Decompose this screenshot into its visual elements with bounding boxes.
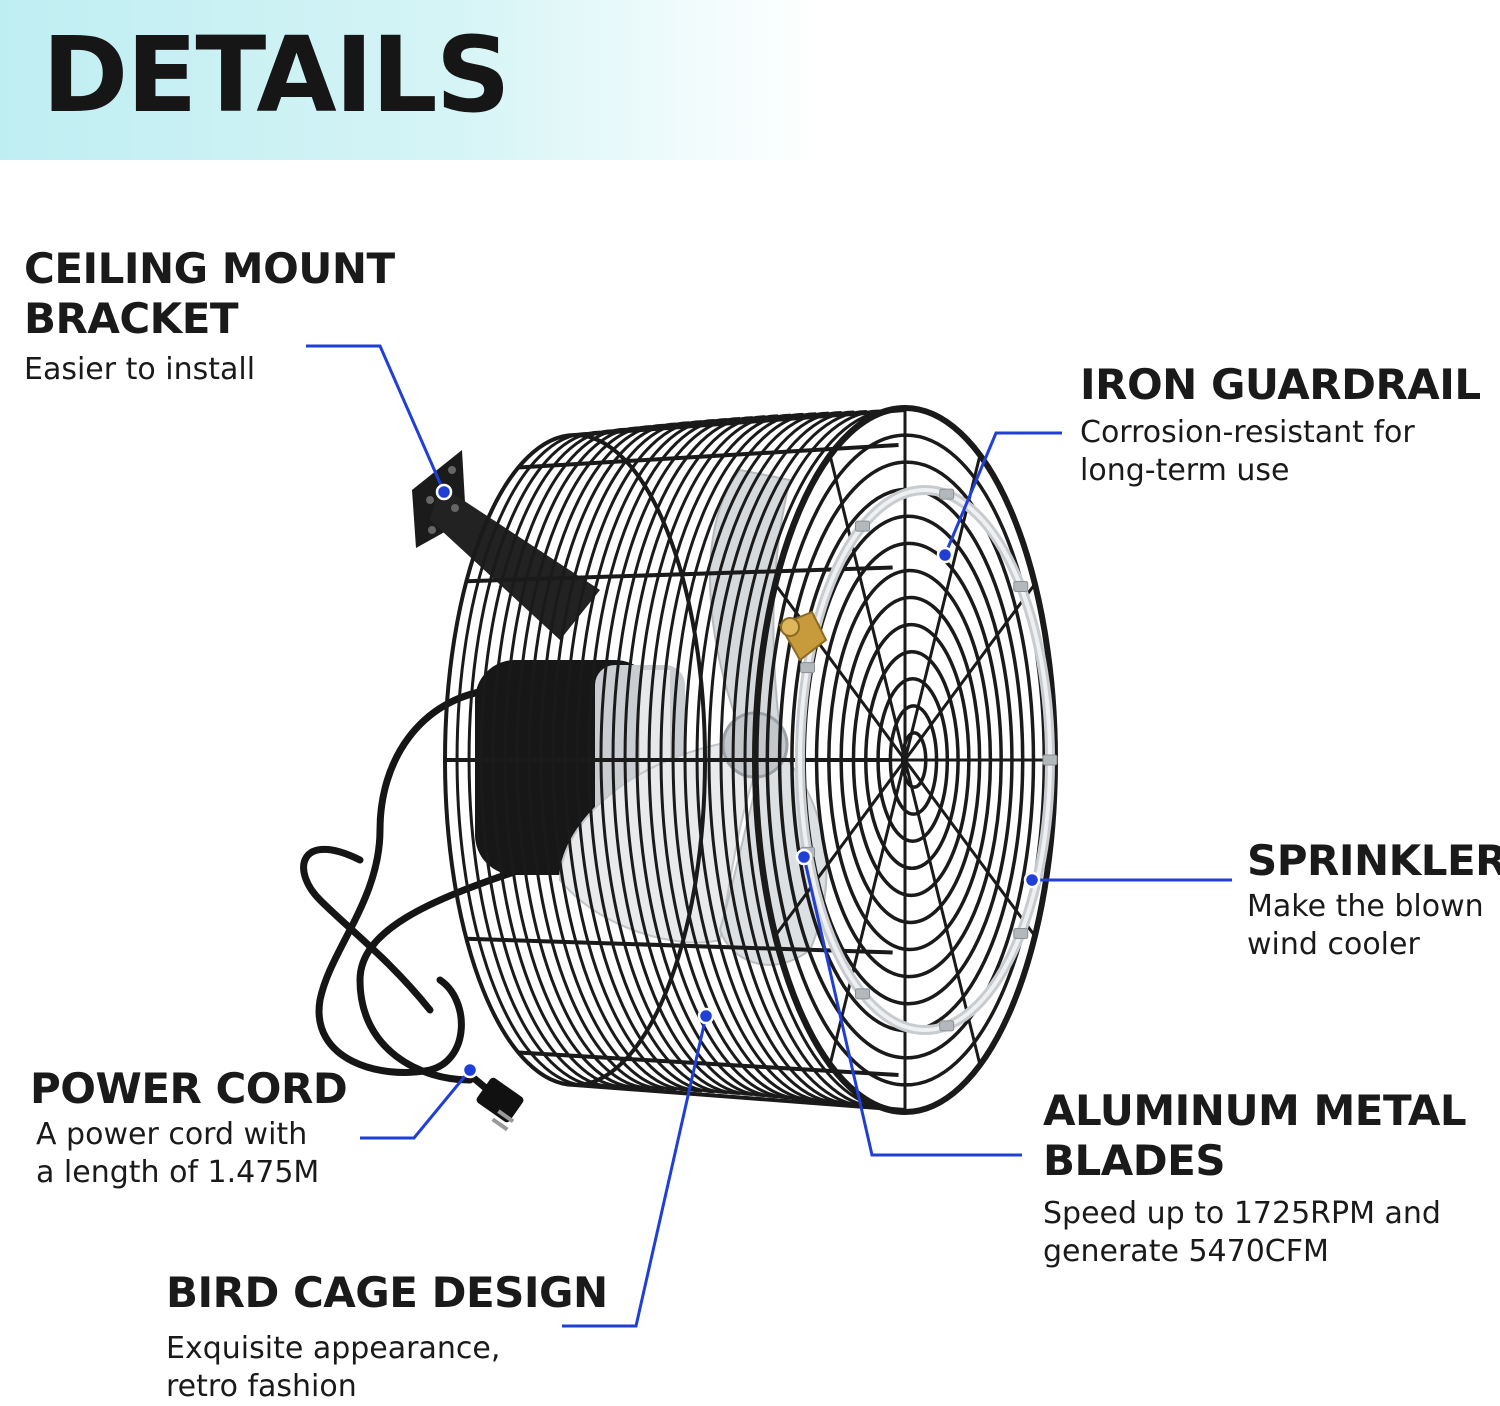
callout-title: CEILING MOUNT BRACKET — [24, 244, 395, 344]
leader-line-aluminum-blades — [802, 856, 1022, 1157]
callout-desc: A power cord with a length of 1.475M — [36, 1117, 320, 1191]
leader-dot-ceiling-mount — [435, 483, 453, 501]
callout-desc: Corrosion-resistant for long-term use — [1080, 415, 1415, 489]
callout-title: ALUMINUM METAL BLADES — [1043, 1086, 1467, 1186]
callout-sprinkler: SPRINKLER Make the blown wind cooler — [1247, 836, 1500, 964]
callout-title: IRON GUARDRAIL — [1080, 360, 1481, 409]
brass-fitting-icon — [778, 610, 828, 662]
callout-desc: Speed up to 1725RPM and generate 5470CFM — [1043, 1195, 1441, 1269]
callout-desc: Exquisite appearance, retro fashion — [166, 1331, 501, 1405]
callout-bird-cage: BIRD CAGE DESIGN Exquisite appearance, r… — [166, 1268, 608, 1406]
callout-aluminum-blades: ALUMINUM METAL BLADES Speed up to 1725RP… — [1043, 1086, 1467, 1270]
callout-title: POWER CORD — [30, 1064, 348, 1113]
leader-dot-sprinkler — [1023, 871, 1041, 889]
leader-dot-iron-guardrail — [936, 546, 954, 564]
callout-desc: Easier to install — [24, 351, 256, 387]
callout-power-cord: POWER CORD A power cord with a length of… — [30, 1064, 348, 1192]
header-band — [0, 0, 820, 160]
plug-icon — [476, 1077, 524, 1132]
callout-desc: Make the blown wind cooler — [1247, 889, 1484, 963]
leader-dot-bird-cage — [697, 1007, 715, 1025]
cage-icon — [443, 408, 906, 1112]
page-title: DETAILS — [42, 14, 511, 136]
leader-line-ceiling-mount — [306, 344, 446, 493]
power-cord-icon — [300, 686, 524, 1104]
callout-iron-guardrail: IRON GUARDRAIL Corrosion-resistant for l… — [1080, 360, 1481, 490]
leader-line-iron-guardrail — [943, 431, 1062, 556]
leader-dot-power-cord — [461, 1061, 479, 1079]
callout-title: BIRD CAGE DESIGN — [166, 1268, 608, 1317]
callout-ceiling-mount: CEILING MOUNT BRACKET Easier to install — [24, 244, 395, 389]
leader-line-bird-cage — [562, 1015, 708, 1328]
leader-line-power-cord — [360, 1069, 472, 1140]
leader-dot-aluminum-blades — [795, 848, 813, 866]
callout-title: SPRINKLER — [1247, 836, 1500, 885]
